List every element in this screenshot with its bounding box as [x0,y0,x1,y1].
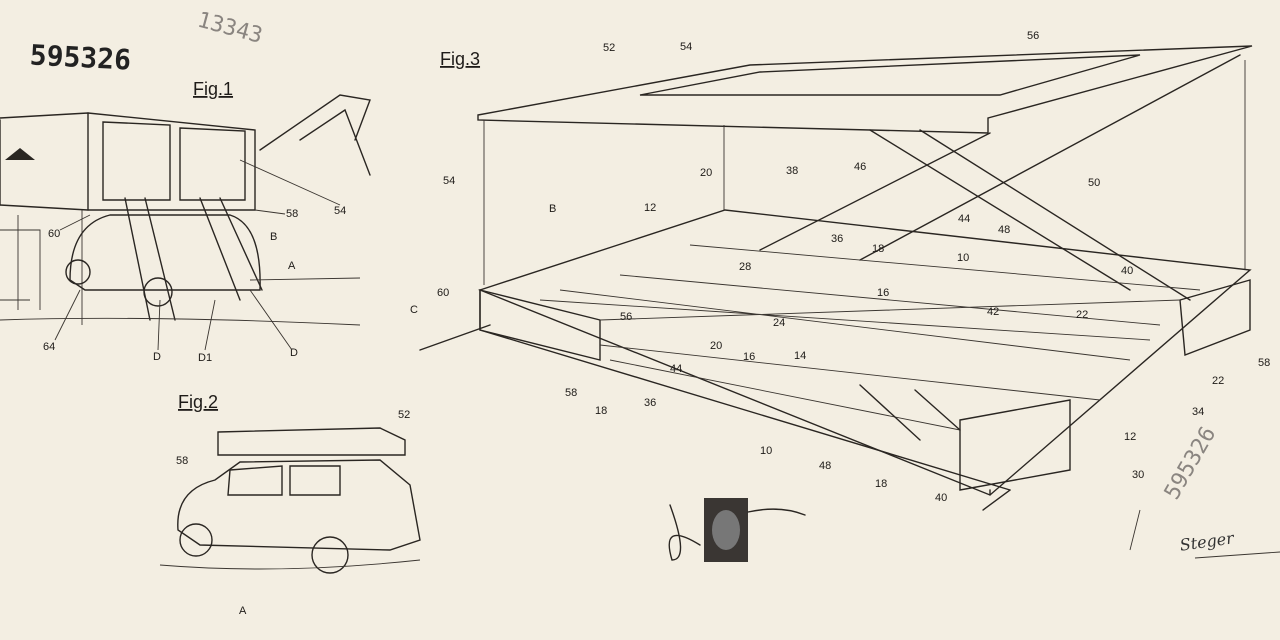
ref-label: D [290,347,298,359]
ref-label: 30 [1132,469,1144,481]
ref-label: 10 [760,445,772,457]
ref-label: 58 [1258,357,1270,369]
ref-label: 54 [680,41,692,53]
ref-label: 50 [1088,177,1100,189]
ref-label: 56 [1027,30,1039,42]
ref-label: 18 [595,405,607,417]
ref-label: D [153,351,161,363]
ref-label: 60 [437,287,449,299]
ref-label: 16 [877,287,889,299]
ref-label: 58 [176,455,188,467]
ref-label: 40 [1121,265,1133,277]
ref-label: 12 [1124,431,1136,443]
figure-1: Fig.1 60 58 54 B A 64 D D1 D [0,79,371,364]
ref-label: 20 [700,167,712,179]
figure-2: Fig.2 52 58 A [159,392,421,617]
ref-label: 60 [48,228,60,240]
ref-label: 58 [565,387,577,399]
ref-label: C [410,304,418,316]
ref-label: 18 [872,243,884,255]
fig2-title: Fig.2 [178,392,218,412]
ref-label: 56 [620,311,632,323]
ref-label: 10 [957,252,969,264]
ref-label: 58 [286,208,298,220]
ref-label: A [239,605,247,617]
ref-label: 52 [398,409,410,421]
ref-label: B [270,231,277,243]
fig1-title: Fig.1 [193,79,233,99]
stamp-number: 13343 [195,8,265,49]
ref-label: 24 [773,317,785,329]
ref-label: B [549,203,556,215]
ref-label: 52 [603,42,615,54]
revenue-stamp [704,498,748,562]
ref-label: 22 [1076,309,1088,321]
signature: Steger [1179,528,1237,555]
rotated-stamp-number: 595326 [1160,423,1221,504]
fig1-labels: 60 58 54 B A 64 D D1 D [43,205,346,364]
ref-label: 22 [1212,375,1224,387]
ref-label: 48 [819,460,831,472]
ref-label: D1 [198,352,212,364]
fig3-title: Fig.3 [440,49,480,69]
ref-label: 48 [998,224,1010,236]
ref-label: 38 [786,165,798,177]
ref-label: 40 [935,492,947,504]
ref-label: 54 [334,205,346,217]
patent-number: 595326 [29,38,132,76]
ref-label: 44 [958,213,970,225]
ref-label: 14 [794,350,806,362]
ref-label: 18 [875,478,887,490]
ref-label: 20 [710,340,722,352]
ref-label: 36 [644,397,656,409]
figure-3: Fig.3 52 54 56 54 20 38 46 50 B 12 44 48… [410,30,1270,511]
signature-scrawl [668,504,806,561]
ref-label: A [288,260,296,272]
ref-label: 36 [831,233,843,245]
ref-label: 44 [670,363,682,375]
ref-label: 46 [854,161,866,173]
ref-label: 42 [987,306,999,318]
ref-label: 16 [743,351,755,363]
ref-label: 12 [644,202,656,214]
ref-label: 34 [1192,406,1204,418]
ref-label: 28 [739,261,751,273]
fig3-labels: 52 54 56 54 20 38 46 50 B 12 44 48 36 18… [410,30,1270,504]
ref-label: 64 [43,341,55,353]
ref-label: 54 [443,175,455,187]
